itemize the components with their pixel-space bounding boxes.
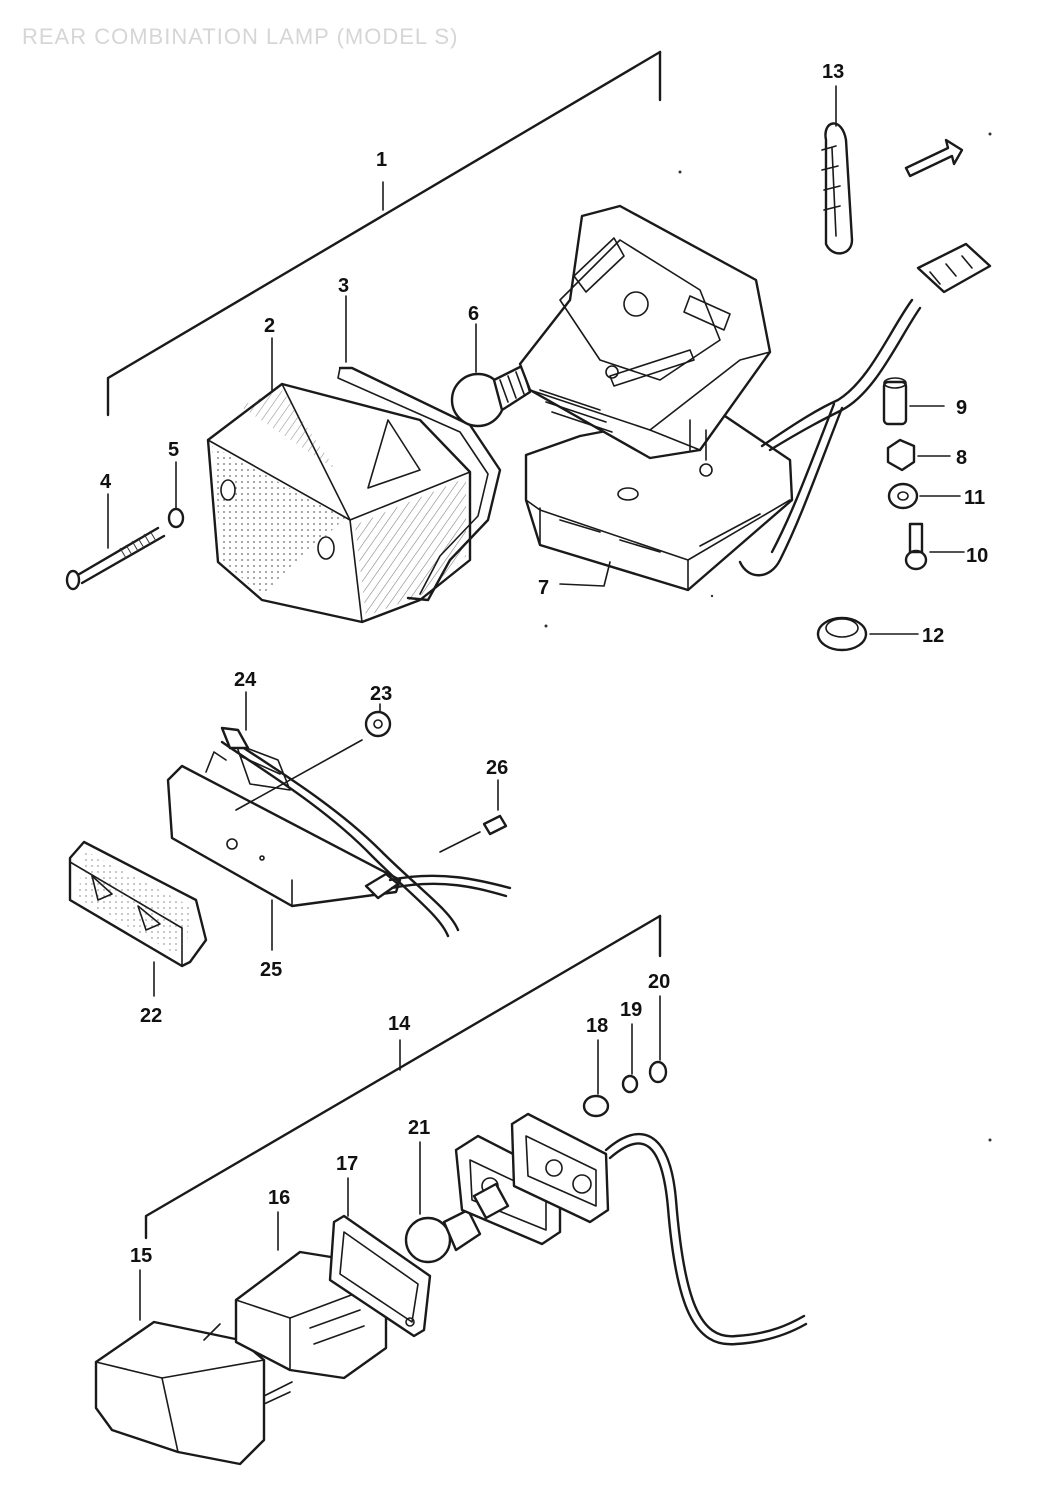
bulb: [450, 364, 532, 428]
callout-15: 15: [130, 1245, 152, 1267]
callout-21: 21: [408, 1117, 430, 1139]
screw: [65, 526, 166, 591]
lamp-housing: [518, 204, 794, 592]
callout-22: 22: [140, 1005, 162, 1027]
lens-gasket: [337, 366, 502, 602]
callout-17: 17: [336, 1153, 358, 1175]
callout-14: 14: [388, 1013, 411, 1035]
callout-2: 2: [264, 315, 275, 337]
nut: [886, 438, 951, 472]
grommet-23: [235, 703, 392, 811]
callout-5: 5: [168, 439, 179, 461]
socket-plate: [454, 1112, 610, 1246]
lens-cover: [94, 1269, 293, 1466]
washer-19: [621, 1023, 639, 1094]
nut-20: [648, 995, 668, 1084]
callout-25: 25: [260, 959, 282, 981]
gasket: [328, 1177, 432, 1338]
callout-9: 9: [956, 397, 967, 419]
forward-arrow-icon: [904, 138, 964, 178]
collar: [882, 377, 945, 426]
wire-harness: [738, 242, 992, 577]
license-lamp-lens: [68, 840, 208, 997]
diagram-title: REAR COMBINATION LAMP (MODEL S): [22, 24, 459, 49]
callout-13: 13: [822, 61, 844, 83]
callout-3: 3: [338, 275, 349, 297]
leader-lines-upper: [107, 295, 611, 587]
callout-1: 1: [376, 149, 387, 171]
washer: [167, 507, 185, 529]
callout-23: 23: [370, 683, 392, 705]
washer-11: [887, 482, 961, 510]
callout-11: 11: [964, 487, 985, 509]
bolt: [904, 522, 965, 571]
callout-4: 4: [100, 471, 112, 493]
nut-18: [582, 1039, 610, 1118]
socket-wire: [604, 1133, 808, 1346]
callout-19: 19: [620, 999, 642, 1021]
callout-16: 16: [268, 1187, 290, 1209]
license-lamp-bracket-wire: [220, 691, 512, 938]
scan-specks: [544, 132, 992, 1142]
callout-12: 12: [922, 625, 944, 647]
callout-labels: 1 2 3 4 5 6 7 8 9 10 11 12 13 14 15 16 1…: [100, 61, 988, 1267]
wire-clamp: [821, 85, 854, 255]
callout-6: 6: [468, 303, 479, 325]
callout-8: 8: [956, 447, 967, 469]
assembly-bracket-1: [106, 50, 662, 417]
callout-10: 10: [966, 545, 988, 567]
grommet: [816, 616, 919, 652]
assembly-bracket-14: [144, 914, 662, 1240]
callout-18: 18: [586, 1015, 608, 1037]
callout-7: 7: [538, 577, 549, 599]
screw-26: [439, 779, 508, 853]
callout-24: 24: [234, 669, 257, 691]
bulb-21: [404, 1141, 482, 1264]
callout-26: 26: [486, 757, 508, 779]
tail-lamp-lens: [206, 382, 472, 624]
callout-20: 20: [648, 971, 670, 993]
